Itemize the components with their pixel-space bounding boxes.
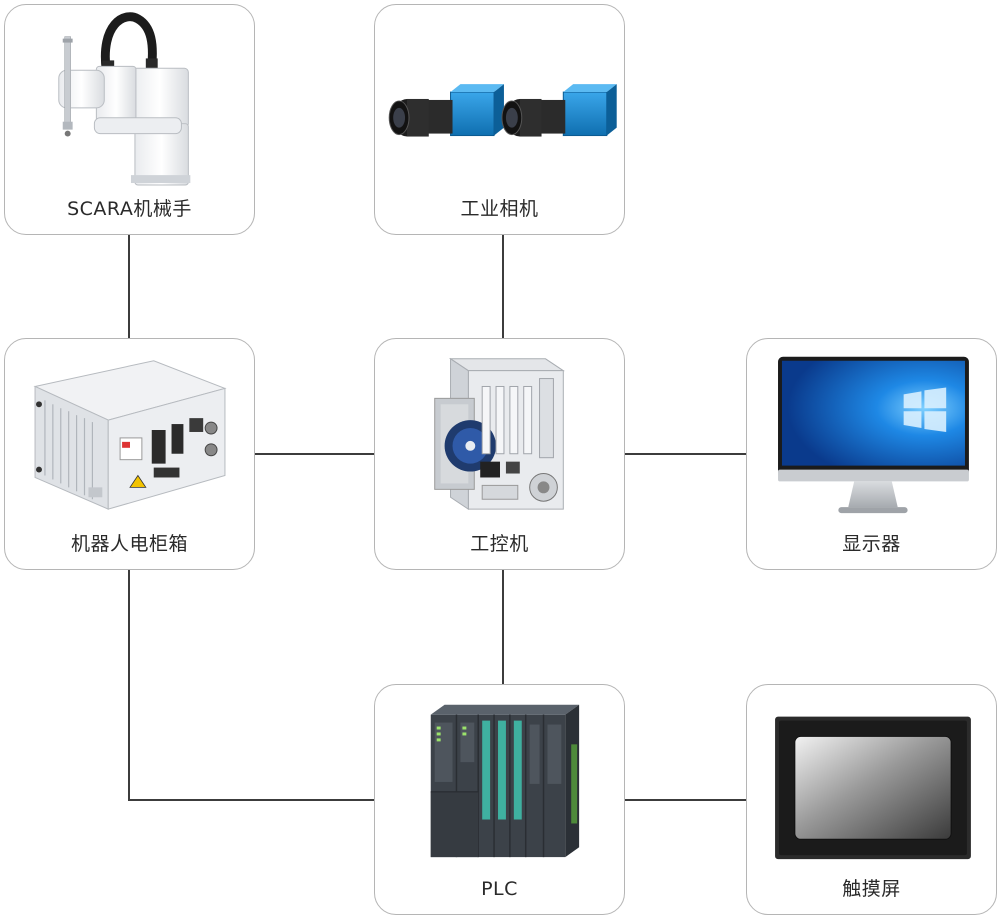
node-label: SCARA机械手 [67,198,192,220]
industrial-camera-icon [388,84,617,137]
robot-control-cabinet-icon [33,360,227,510]
node-label: 工控机 [470,533,529,555]
monitor-icon [778,356,969,514]
node-label: 机器人电柜箱 [70,533,188,555]
node-monitor[interactable]: 显示器 [746,338,997,570]
touch-screen-icon [775,716,971,860]
node-touch-screen[interactable]: 触摸屏 [746,684,997,915]
plc-rack-icon [430,704,580,858]
node-robot-cabinet[interactable]: 机器人电柜箱 [4,338,255,570]
wire-cabinet-plc [128,570,374,801]
node-scara-robot[interactable]: SCARA机械手 [4,4,255,235]
node-industrial-pc[interactable]: 工控机 [374,338,625,570]
node-label: 触摸屏 [842,878,901,900]
node-plc[interactable]: PLC [374,684,625,915]
node-label: 显示器 [842,533,901,555]
scara-robot-icon [58,12,191,186]
node-label: 工业相机 [460,198,539,220]
node-label: PLC [481,878,518,900]
node-industrial-camera[interactable]: 工业相机 [374,4,625,235]
industrial-pc-icon [434,357,565,511]
